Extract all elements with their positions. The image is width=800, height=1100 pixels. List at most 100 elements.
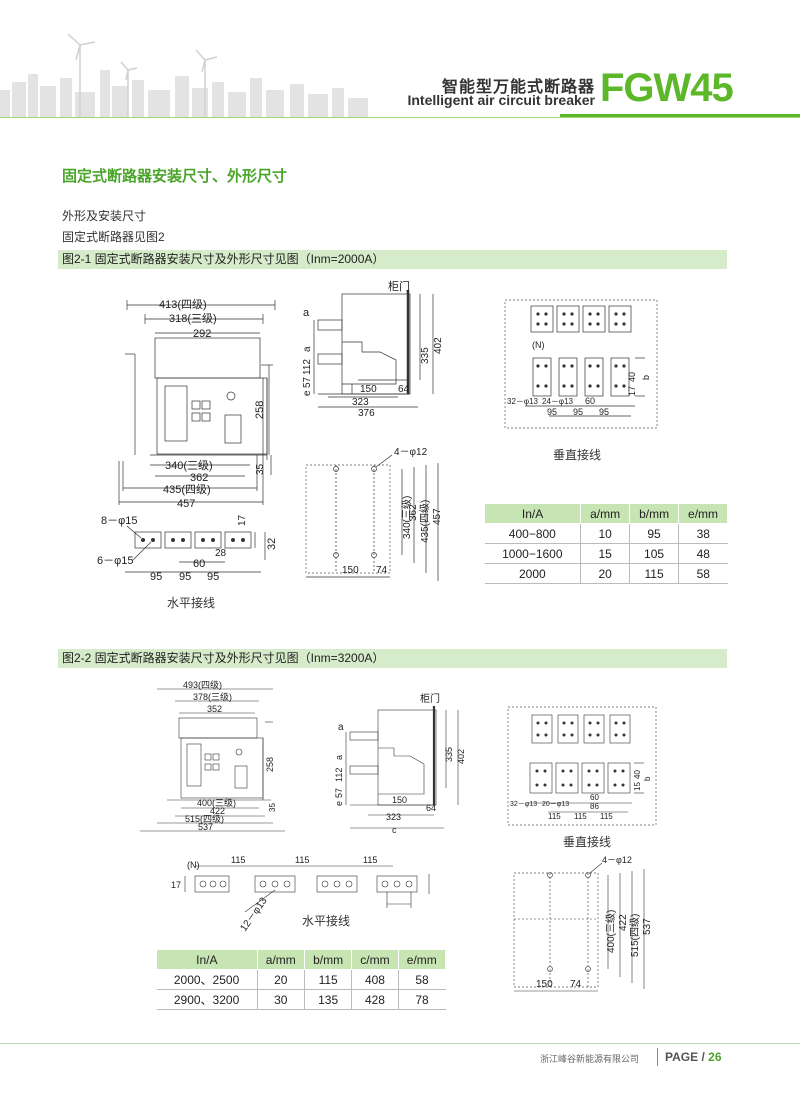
fig2-dim-258: 258 bbox=[265, 757, 275, 772]
table-row: 2000、2500 20 115 408 58 bbox=[156, 969, 446, 990]
fig2-mount-holes: 4－φ12 bbox=[602, 855, 632, 865]
fig2-vert-60: 60 bbox=[590, 793, 599, 802]
fig2-horiz-115b: 115 bbox=[295, 855, 309, 865]
fig2-mount-400: 400(三级) bbox=[605, 910, 617, 953]
header-title-cn: 智能型万能式断路器 bbox=[441, 79, 595, 96]
fig2-vert-32holes: 32－φ13 bbox=[510, 801, 537, 808]
fig2-vert-115a: 115 bbox=[548, 812, 561, 821]
fig2-vert-115b: 115 bbox=[574, 812, 587, 821]
table-cell: 428 bbox=[351, 989, 399, 1010]
table-cell: 58 bbox=[398, 969, 446, 990]
fig2-dim-400: 400(三级) bbox=[197, 797, 236, 808]
fig1-mount-362: 362 bbox=[408, 504, 419, 521]
header-accent-bar bbox=[560, 114, 800, 117]
fig2-horizontal-connection-drawing: (N) 115 115 115 17 12－φ13 bbox=[171, 855, 430, 934]
fig2-vertical-label: 垂直接线 bbox=[563, 835, 612, 849]
fig1-horiz-60: 60 bbox=[193, 558, 205, 570]
fig2-side-112: 112 bbox=[334, 768, 344, 782]
fig1-horizontal-label: 水平接线 bbox=[167, 596, 216, 610]
table-row: 2000 20 115 58 bbox=[484, 563, 728, 584]
fig2-side-view-drawing: 柜门 a a 112 57 e 335 402 150 64 323 c bbox=[334, 692, 466, 835]
fig1-th-e: e/mm bbox=[678, 503, 728, 524]
fig1-horiz-28: 28 bbox=[215, 548, 227, 559]
fig2-side-a2: a bbox=[334, 755, 344, 760]
table-cell: 1000−1600 bbox=[484, 543, 582, 564]
header-title-en: Intelligent air circuit breaker bbox=[407, 92, 595, 108]
header-model: FGW45 bbox=[600, 66, 734, 110]
fig1-side-150: 150 bbox=[360, 384, 377, 395]
fig2-dim-35: 35 bbox=[268, 803, 277, 812]
figure-2-2-caption: 图2-2 固定式断路器安装尺寸及外形尺寸见图（Inm=3200A） bbox=[58, 649, 727, 668]
section-title: 固定式断路器安装尺寸、外形尺寸 bbox=[62, 168, 288, 185]
fig1-horiz-95a: 95 bbox=[150, 571, 162, 583]
fig1-dim-340: 340(三级) bbox=[165, 459, 213, 472]
table-cell: 15 bbox=[580, 543, 631, 564]
fig2-mount-150: 150 bbox=[536, 979, 553, 990]
fig2-side-323: 323 bbox=[386, 812, 401, 822]
fig2-dim-493: 493(四级) bbox=[183, 679, 222, 690]
fig2-side-335: 335 bbox=[444, 747, 454, 762]
figure-2-1-caption: 图2-1 固定式断路器安装尺寸及外形尺寸见图（Inm=2000A） bbox=[58, 250, 727, 269]
fig1-dim-457: 457 bbox=[177, 498, 195, 510]
fig1-mount-74: 74 bbox=[376, 565, 388, 576]
fig2-cabinet-door-label: 柜门 bbox=[420, 692, 440, 705]
fig2-th-c: c/mm bbox=[351, 949, 399, 970]
fig2-side-c: c bbox=[392, 825, 397, 835]
fig2-side-57: 57 bbox=[334, 788, 344, 798]
fig1-vert-95a: 95 bbox=[547, 407, 557, 417]
fig1-th-b: b/mm bbox=[629, 503, 680, 524]
page-number: PAGE / 26 bbox=[665, 1050, 722, 1064]
fig2-th-b: b/mm bbox=[303, 949, 353, 970]
fig1-front-view-drawing: 413(四级) 318(三级) 292 258 340(三级) 362 435(… bbox=[118, 298, 276, 510]
fig1-spec-table: In/A a/mm b/mm e/mm 400−800 10 95 38 100… bbox=[483, 503, 728, 584]
fig2-side-150: 150 bbox=[392, 795, 407, 805]
fig1-dim-435: 435(四级) bbox=[163, 483, 211, 496]
fig2-horiz-17: 17 bbox=[171, 880, 181, 890]
fig2-dim-537: 537 bbox=[198, 822, 213, 832]
fig1-dim-413: 413(四级) bbox=[159, 298, 207, 311]
fig2-dim-352: 352 bbox=[207, 704, 222, 714]
table-cell: 2000 bbox=[484, 563, 582, 584]
table-cell: 105 bbox=[629, 543, 680, 564]
fig1-side-335: 335 bbox=[420, 347, 431, 364]
fig2-front-view-drawing: 493(四级) 378(三级) 352 258 400(三级) 422 515(… bbox=[140, 679, 285, 832]
fig1-vert-b: b bbox=[641, 375, 651, 380]
fig1-th-a: a/mm bbox=[580, 503, 631, 524]
fig1-mount-435: 435(四级) bbox=[419, 500, 431, 543]
fig1-mounting-view-drawing: 4－φ12 340(三级) 362 435(四级) 457 150 74 bbox=[305, 447, 443, 581]
fig1-dim-258: 258 bbox=[254, 401, 266, 419]
fig2-mount-537: 537 bbox=[642, 918, 653, 935]
table-cell: 400−800 bbox=[484, 523, 582, 544]
footer-company: 浙江峰谷新能源有限公司 bbox=[540, 1054, 640, 1064]
fig2-vertical-connection-drawing: 32－φ13 20－φ13 60 86 115 115 115 15 40 b bbox=[507, 706, 657, 826]
fig1-side-376: 376 bbox=[358, 408, 375, 419]
table-cell: 115 bbox=[629, 563, 680, 584]
fig1-horiz-95b: 95 bbox=[179, 571, 191, 583]
table-cell: 58 bbox=[678, 563, 728, 584]
fig1-dim-362: 362 bbox=[190, 472, 208, 484]
footer-divider bbox=[0, 1043, 800, 1044]
fig1-side-64: 64 bbox=[398, 384, 410, 395]
fig2-side-a: a bbox=[338, 722, 344, 733]
fig2-dim-515: 515(四级) bbox=[185, 813, 224, 824]
fig2-horizontal-label: 水平接线 bbox=[302, 914, 351, 928]
fig2-spec-table: In/A a/mm b/mm c/mm e/mm 2000、2500 20 11… bbox=[156, 949, 447, 1010]
table-cell: 115 bbox=[304, 969, 353, 990]
fig1-side-57: 57 bbox=[302, 376, 313, 388]
header-divider bbox=[0, 117, 800, 118]
table-row: 1000−1600 15 105 48 bbox=[484, 543, 728, 564]
city-skyline-wind-turbine-icon bbox=[0, 33, 368, 118]
fig1-mount-holes: 4－φ12 bbox=[394, 447, 428, 458]
fig1-side-a2: a bbox=[302, 346, 313, 352]
fig1-mount-457: 457 bbox=[432, 508, 443, 525]
fig2-vert-115c: 115 bbox=[600, 812, 613, 821]
fig2-th-a: a/mm bbox=[256, 949, 305, 970]
page-label: PAGE / bbox=[665, 1050, 705, 1064]
fig1-vert-40: 40 bbox=[627, 372, 637, 382]
fig1-horiz-17: 17 bbox=[237, 514, 248, 526]
fig1-side-a: a bbox=[303, 307, 310, 319]
footer-separator bbox=[657, 1048, 658, 1066]
fig2-mount-422: 422 bbox=[618, 914, 629, 931]
fig1-side-e: e bbox=[302, 390, 313, 396]
fig2-vert-40: 40 bbox=[633, 770, 642, 779]
